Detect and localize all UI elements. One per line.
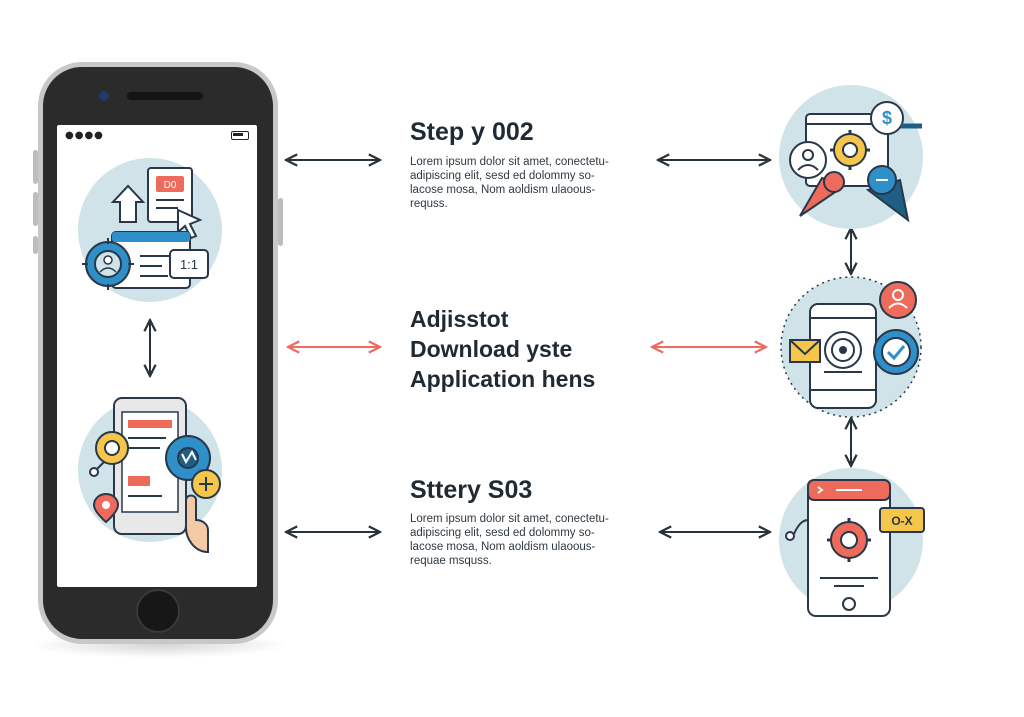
step1-title: Step y 002 [410,118,534,146]
dollar-search-icon: $ [870,101,922,135]
phone-mute-switch [33,236,38,254]
right-icon-config-cluster: O-X [779,468,925,617]
phone-power-button [278,198,283,246]
ox-badge-label: O-X [891,514,912,528]
svg-text:$: $ [882,108,892,128]
yellow-gear-icon [89,431,129,477]
screen-bottom-illustration [78,397,222,554]
step3-title: Sttery S03 [410,476,533,504]
ox-badge: O-X [879,507,925,533]
location-pin-dot [102,501,110,509]
user-badge-icon [879,281,917,319]
step2-title: Adjisstot Download yste Application hens [410,304,595,394]
right-icon-approval-cluster [780,276,922,418]
phone-volume-up-button [33,150,38,184]
signal-dots-icon: ●●●● [65,130,104,141]
user-gear-icon [82,238,134,290]
battery-icon [231,131,249,140]
document-label: D0 [164,180,177,191]
ratio-badge-label: 1:1 [180,257,198,272]
front-camera [99,91,109,101]
home-button[interactable] [136,589,180,633]
step1-body: Lorem ipsum dolor sit amet, conectetu- a… [410,156,609,210]
document-icon: D0 [147,167,193,223]
add-icon [191,469,221,499]
check-badge-icon [873,329,919,375]
step2-title-line1: Adjisstot [410,306,509,332]
settings-gear-icon [830,130,870,170]
step2-title-line3: Application hens [410,366,596,392]
step3-body: Lorem ipsum dolor sit amet, conectetu- a… [410,513,609,567]
connector-node [785,531,795,541]
upload-arrow-icon [110,184,146,223]
blue-gear-icon [165,435,211,481]
hand-tap-icon [185,494,209,554]
earpiece-speaker [127,92,203,100]
config-gear-icon [827,518,871,562]
step2-title-line2: Download yste [410,336,573,362]
ratio-badge: 1:1 [169,249,209,279]
phone-volume-down-button [33,192,38,226]
right-icon-settings-cluster: $ [779,85,923,229]
screen-top-illustration: D0 [78,158,222,302]
envelope-icon [789,339,821,363]
